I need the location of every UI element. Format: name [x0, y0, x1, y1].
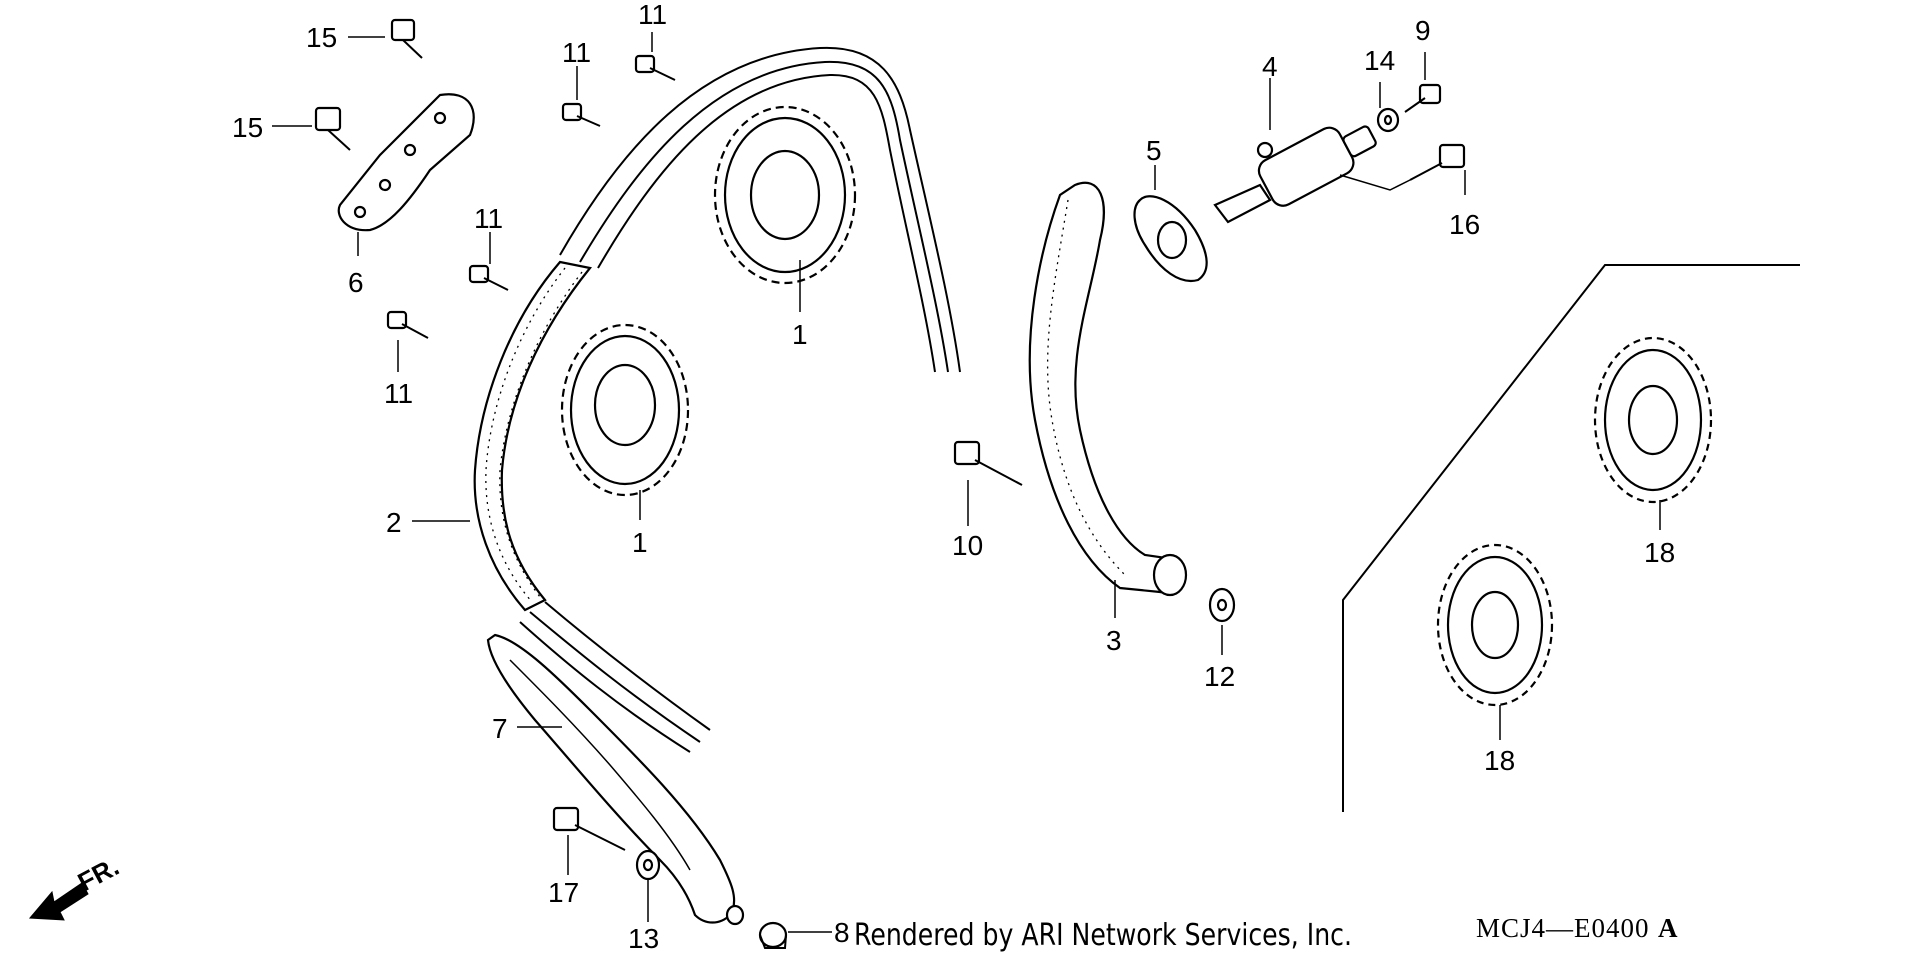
- leader-lines: [272, 32, 1661, 933]
- bolt-11-b[interactable]: [561, 102, 601, 127]
- callout-16: 16: [1449, 209, 1480, 240]
- bolt-9[interactable]: [1404, 83, 1442, 113]
- callout-11-d: 11: [384, 378, 413, 409]
- tensioner-gasket[interactable]: [1133, 195, 1208, 283]
- washer-14[interactable]: [1376, 107, 1400, 133]
- collar-8[interactable]: [758, 921, 788, 949]
- callout-1-lower: 1: [632, 527, 648, 558]
- callout-6: 6: [348, 267, 364, 298]
- inset-panel: [1342, 264, 1800, 812]
- callout-2: 2: [386, 507, 402, 538]
- callout-15-upper: 15: [306, 22, 337, 53]
- callout-3: 3: [1106, 625, 1122, 656]
- bolt-15-lower[interactable]: [314, 106, 351, 151]
- callout-1-upper: 1: [792, 319, 808, 350]
- callout-13: 13: [628, 923, 659, 954]
- bolt-15-upper[interactable]: [390, 18, 423, 59]
- sprocket-18-lower[interactable]: [1436, 543, 1554, 707]
- washer-12[interactable]: [1208, 587, 1236, 623]
- callout-12: 12: [1204, 661, 1235, 692]
- callout-18-upper: 18: [1644, 537, 1675, 568]
- callout-8: 8: [834, 917, 850, 948]
- callout-15-lower: 15: [232, 112, 263, 143]
- bolt-16[interactable]: [1409, 143, 1466, 181]
- washer-13[interactable]: [635, 849, 661, 881]
- cam-chain[interactable]: [473, 46, 961, 753]
- diagram-code-suffix: A: [1658, 913, 1679, 943]
- callout-5: 5: [1146, 135, 1162, 166]
- bolt-10[interactable]: [953, 440, 1023, 486]
- callout-18-lower: 18: [1484, 745, 1515, 776]
- front-arrow-icon: [28, 882, 89, 921]
- bolt-11-c[interactable]: [468, 264, 509, 291]
- sprocket-18-upper[interactable]: [1593, 336, 1713, 504]
- bolt-17[interactable]: [552, 806, 626, 851]
- callout-9: 9: [1415, 15, 1431, 46]
- diagram-code: MCJ4—E0400: [1476, 913, 1650, 943]
- callout-10: 10: [952, 530, 983, 561]
- callout-7: 7: [492, 713, 508, 744]
- bolt-11-d[interactable]: [386, 310, 429, 339]
- callout-11-c: 11: [474, 203, 503, 234]
- callout-11-b: 11: [562, 37, 591, 68]
- callout-14: 14: [1364, 45, 1395, 76]
- tensioner-lifter[interactable]: [1213, 124, 1411, 224]
- front-direction-indicator: FR.: [28, 851, 124, 921]
- cam-sprocket-lower[interactable]: [560, 323, 690, 497]
- bracket-plate[interactable]: [337, 93, 475, 232]
- tensioner-arm[interactable]: [1028, 181, 1188, 597]
- rendered-by-credit: Rendered by ARI Network Services, Inc.: [854, 918, 1352, 953]
- bolt-11-a[interactable]: [634, 54, 676, 81]
- callout-17: 17: [548, 877, 579, 908]
- chain-guide[interactable]: [486, 633, 745, 926]
- cam-sprocket-upper[interactable]: [713, 105, 857, 285]
- callout-11-a: 11: [638, 0, 667, 30]
- callout-4: 4: [1262, 51, 1278, 82]
